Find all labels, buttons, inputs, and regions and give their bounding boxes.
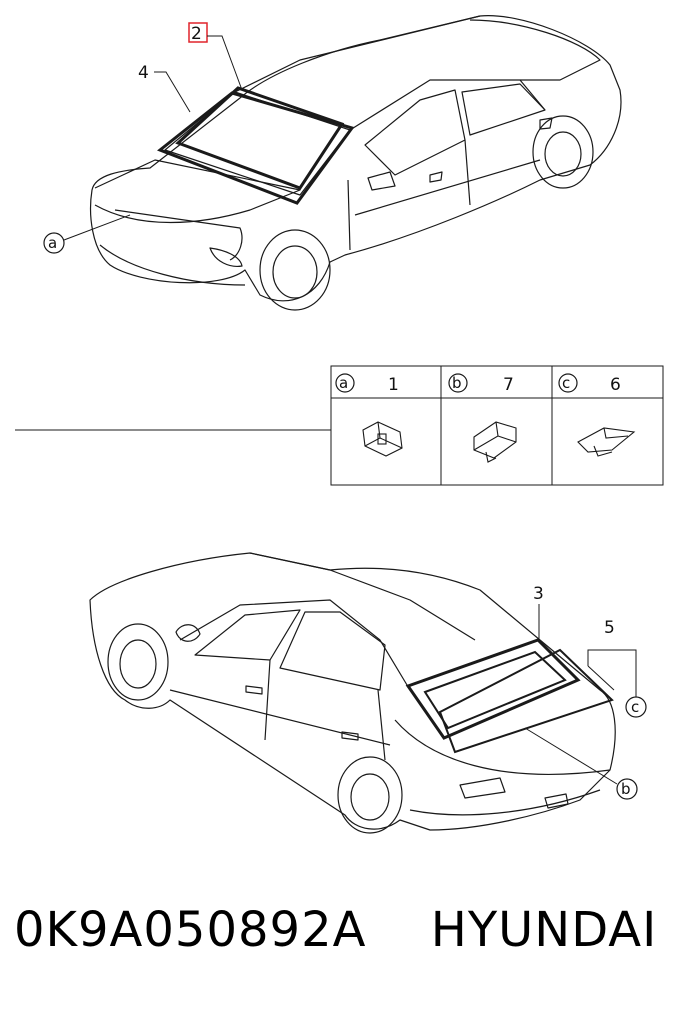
table-cell-a-qty: 1: [388, 375, 399, 395]
part-number: 0K9A050892A: [14, 902, 367, 958]
table-cell-b-letter: b: [452, 374, 462, 392]
clip-a-icon: [362, 421, 403, 457]
callout-3[interactable]: 3: [533, 584, 544, 640]
table-cell-c-qty: 6: [610, 375, 621, 395]
rear-glass-inner-outline: [423, 648, 614, 754]
windshield-molding-outline: [157, 91, 355, 205]
front-car-illustration: [90, 15, 622, 311]
callout-2[interactable]: 2: [188, 22, 243, 91]
table-cell-a-letter: a: [339, 374, 348, 392]
table-cell-c-letter: c: [562, 374, 570, 392]
callout-2-label: 2: [191, 24, 202, 44]
detail-ref-a-front[interactable]: a: [43, 214, 131, 254]
table-cell-a[interactable]: a 1: [335, 373, 403, 457]
clip-c-icon: [577, 427, 636, 457]
detail-ref-c-rear-letter: c: [631, 698, 639, 716]
parts-diagram: 2 4 a a 1 b 7: [15, 15, 664, 834]
parts-table: [330, 365, 664, 486]
callout-4[interactable]: 4: [138, 63, 191, 113]
windshield-seal-outline: [175, 86, 345, 190]
rear-car-illustration: [89, 552, 616, 834]
detail-ref-c-rear[interactable]: c: [625, 696, 647, 718]
table-cell-c[interactable]: c 6: [558, 373, 636, 457]
callout-5-label: 5: [604, 618, 615, 638]
detail-ref-b-rear-letter: b: [621, 780, 631, 798]
detail-ref-b-rear[interactable]: b: [524, 727, 638, 800]
callout-3-label: 3: [533, 584, 544, 604]
table-cell-b-qty: 7: [503, 375, 514, 395]
table-cell-b[interactable]: b 7: [448, 373, 517, 463]
part-caption: 0K9A050892A HYUNDAI: [14, 902, 674, 982]
brand-name: HYUNDAI: [430, 902, 658, 958]
callout-4-label: 4: [138, 63, 149, 83]
rear-glass-molding-outline: [405, 638, 581, 740]
detail-ref-a-front-letter: a: [48, 234, 57, 252]
callout-5[interactable]: 5: [587, 618, 637, 697]
clip-b-icon: [473, 421, 517, 463]
